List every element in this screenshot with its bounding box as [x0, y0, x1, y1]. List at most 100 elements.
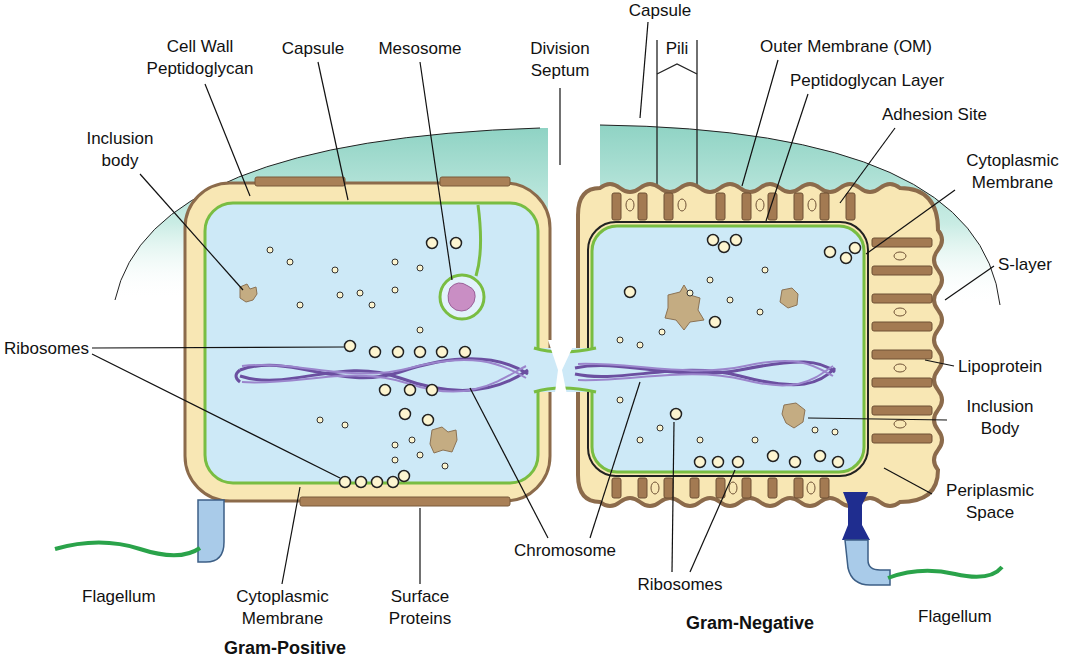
gram-negative-cell: [729, 482, 737, 494]
ribosome: [833, 457, 844, 468]
ribosome: [790, 457, 801, 468]
ribosome: [442, 463, 448, 469]
ribosome: [768, 451, 779, 462]
structure-label: Flagellum: [918, 606, 1018, 628]
ribosome: [380, 385, 391, 396]
ribosome: [719, 242, 730, 253]
gram-negative-cell: [612, 193, 621, 220]
structure-label: Chromosome: [505, 540, 625, 562]
ribosome: [267, 247, 273, 253]
leader-line: [672, 422, 674, 572]
gram-positive-cell: [300, 497, 510, 506]
chromosome: [236, 359, 835, 392]
ribosome: [393, 347, 404, 358]
gram-negative-cell: [638, 478, 647, 498]
ribosome: [417, 265, 423, 271]
gram-negative-cell: [742, 193, 751, 220]
ribosome: [708, 235, 719, 246]
gram-negative-cell: [894, 308, 906, 316]
leader-line: [690, 470, 735, 572]
gram-negative-cell: [894, 364, 906, 372]
division-septum: [534, 340, 596, 400]
ribosome: [710, 317, 721, 328]
gram-negative-cell: [872, 378, 932, 387]
gram-negative-cell: [794, 193, 803, 220]
leader-line: [808, 418, 947, 420]
gram-negative-cell: [846, 193, 855, 220]
inclusion-body: [240, 284, 257, 302]
gram-negative-cell: [872, 322, 932, 331]
ribosome: [427, 385, 438, 396]
ribosome: [392, 457, 398, 463]
leader-line: [766, 94, 808, 221]
ribosome: [409, 437, 415, 443]
ribosome: [417, 452, 423, 458]
ribosome: [399, 471, 410, 482]
gram-positive-cell: [255, 177, 345, 186]
division-septum: [548, 340, 576, 400]
leader-line: [420, 62, 452, 280]
gram-negative-cell: [872, 350, 932, 359]
structure-label: Ribosomes: [630, 574, 730, 596]
leader-line: [92, 22, 994, 584]
gram-positive-cell: [440, 177, 510, 186]
flagellum: [55, 492, 1002, 585]
ribosome: [369, 302, 375, 308]
gram-positive-cell: [476, 205, 481, 276]
ribosome: [687, 290, 693, 296]
inclusion-body: [240, 284, 805, 453]
gram-negative-cell: [872, 434, 932, 443]
inclusion-body: [780, 288, 798, 308]
structure-label: S-layer: [998, 254, 1073, 276]
gram-negative-cell: [638, 193, 647, 220]
flagellum: [842, 492, 870, 540]
flagellum: [888, 567, 1002, 578]
gram-positive-cell: [440, 275, 484, 319]
ribosome: [417, 327, 423, 333]
cell-type-label: Gram-Positive: [205, 637, 365, 659]
gram-negative-cell: [716, 193, 725, 220]
leader-line: [742, 60, 778, 186]
ribosome: [617, 397, 623, 403]
leader-line: [470, 388, 548, 538]
flagellum: [55, 543, 200, 556]
structure-label: Inclusion body: [75, 128, 165, 172]
ribosome: [617, 337, 623, 343]
leader-line: [205, 84, 250, 196]
ribosome: [427, 238, 438, 249]
ribosome: [657, 425, 663, 431]
ribosome: [731, 235, 742, 246]
ribosome: [415, 347, 426, 358]
gram-negative-cell: [894, 420, 906, 428]
chromosome: [242, 360, 526, 378]
gram-negative-cell: [578, 184, 942, 506]
gram-negative-cell: [872, 406, 932, 415]
gram-negative-cell: [664, 193, 673, 220]
leader-line: [590, 382, 640, 538]
structure-label: Surface Proteins: [370, 586, 470, 630]
ribosome: [437, 347, 448, 358]
ribosome: [695, 457, 706, 468]
leader-line: [925, 360, 954, 366]
structure-label: Cell Wall Peptidoglycan: [140, 36, 260, 80]
ribosome: [297, 302, 303, 308]
gram-negative-cell: [612, 478, 621, 498]
pili: [696, 40, 697, 192]
structure-label: Pili: [657, 38, 697, 60]
gram-negative-cell: [756, 199, 764, 211]
ribosome: [733, 457, 744, 468]
gram-negative-cell: [678, 199, 686, 211]
leader-line: [945, 266, 994, 300]
structure-label: Division Septum: [515, 38, 605, 82]
gram-negative-cell: [588, 222, 868, 476]
inclusion-body: [665, 285, 704, 330]
ribosome: [451, 238, 462, 249]
pili: [657, 40, 697, 192]
inclusion-body: [782, 403, 805, 428]
ribosome: [337, 292, 343, 298]
ribosome: [332, 267, 338, 273]
gram-positive-cell: [185, 177, 550, 506]
ribosome: [400, 409, 411, 420]
